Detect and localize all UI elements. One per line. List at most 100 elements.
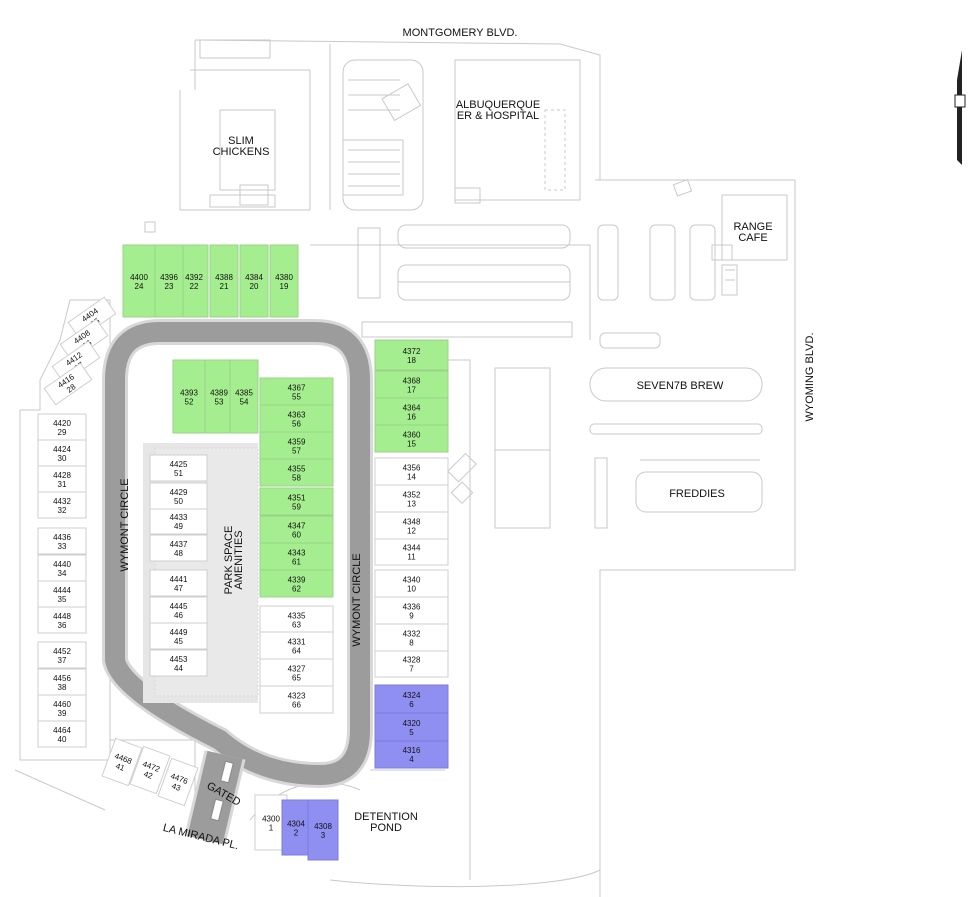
lot-shape[interactable] bbox=[307, 799, 339, 861]
lot-shape[interactable] bbox=[37, 580, 87, 608]
lot-shape[interactable] bbox=[281, 799, 311, 856]
lot-shape[interactable] bbox=[259, 542, 334, 571]
lot-shape[interactable] bbox=[259, 404, 334, 433]
lot-shape[interactable] bbox=[37, 439, 87, 467]
lot-shape[interactable] bbox=[259, 569, 334, 598]
lot-shape[interactable] bbox=[374, 739, 449, 769]
lot-shape[interactable] bbox=[374, 339, 449, 371]
lot-shape[interactable] bbox=[259, 377, 334, 406]
lot-shape[interactable] bbox=[229, 359, 259, 434]
lot-shape[interactable] bbox=[149, 569, 208, 597]
lot-shape[interactable] bbox=[239, 244, 269, 318]
lot-shape[interactable] bbox=[259, 431, 334, 460]
lot-shape[interactable] bbox=[149, 507, 208, 535]
lot-shape[interactable] bbox=[149, 482, 208, 510]
lot-shape[interactable] bbox=[374, 457, 449, 486]
lot-shape[interactable] bbox=[149, 649, 208, 677]
lot-shape[interactable] bbox=[37, 720, 87, 748]
lot-shape[interactable] bbox=[374, 511, 449, 540]
lot-shape[interactable] bbox=[37, 641, 87, 669]
lot-shape[interactable] bbox=[122, 244, 156, 318]
lot-shape[interactable] bbox=[37, 668, 87, 696]
lot-shape[interactable] bbox=[374, 649, 449, 678]
lot-shape[interactable] bbox=[374, 484, 449, 513]
lot-shape[interactable] bbox=[149, 454, 208, 482]
lot-shape[interactable] bbox=[37, 465, 87, 493]
lot-shape[interactable] bbox=[149, 534, 208, 562]
lot-shape[interactable] bbox=[204, 359, 234, 434]
lot-shape[interactable] bbox=[37, 554, 87, 582]
lot-shape[interactable] bbox=[374, 424, 449, 453]
lot-shape[interactable] bbox=[43, 362, 93, 406]
lot-shape[interactable] bbox=[374, 596, 449, 625]
lot-shape[interactable] bbox=[149, 596, 208, 624]
lot-shape[interactable] bbox=[129, 745, 171, 795]
lot-shape[interactable] bbox=[259, 487, 334, 516]
lot-shape[interactable] bbox=[209, 244, 239, 318]
lot-shape[interactable] bbox=[37, 491, 87, 519]
lot-shape[interactable] bbox=[259, 685, 334, 714]
lot-shape[interactable] bbox=[101, 737, 143, 787]
lot-shape[interactable] bbox=[37, 694, 87, 722]
lot-shape[interactable] bbox=[374, 684, 449, 714]
lot-26[interactable]: 440826 bbox=[59, 318, 109, 362]
lot-shape[interactable] bbox=[259, 458, 334, 487]
lot-shape[interactable] bbox=[374, 623, 449, 652]
lot-shape[interactable] bbox=[157, 757, 199, 807]
